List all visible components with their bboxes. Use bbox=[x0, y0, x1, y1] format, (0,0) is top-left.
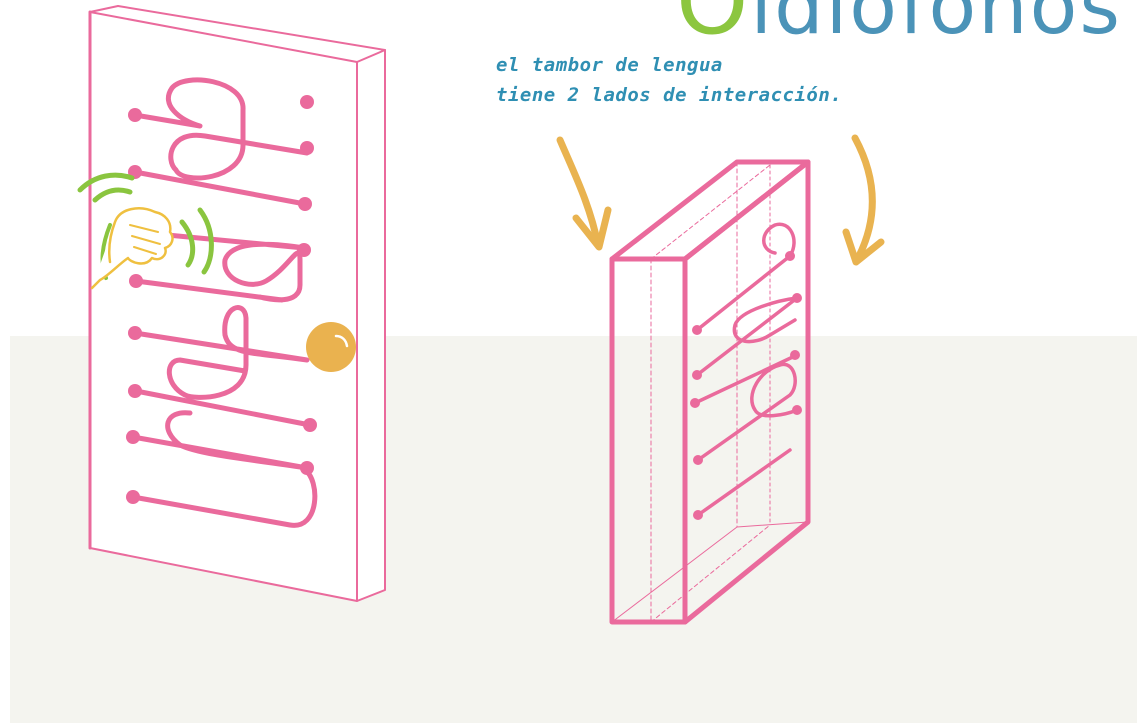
annotation-line-2: tiene 2 lados de interacción. bbox=[496, 84, 843, 106]
annotation: el tambor de lengua tiene 2 lados de int… bbox=[496, 50, 842, 110]
drum-top-face bbox=[609, 159, 811, 262]
curved-arrow-icon bbox=[556, 134, 885, 266]
left-arrow bbox=[556, 136, 602, 249]
page-title: Óidiófonos bbox=[676, 0, 1122, 55]
drum-perspective-view bbox=[609, 159, 811, 625]
drum-front-view bbox=[88, 5, 386, 602]
hand-strike-icon bbox=[77, 172, 214, 290]
right-arrow bbox=[851, 134, 876, 262]
tongue-slit-front bbox=[130, 77, 318, 528]
title-initial: Ó bbox=[676, 0, 751, 55]
annotation-line-1: el tambor de lengua bbox=[496, 54, 723, 76]
tongue-dots-perspective bbox=[690, 251, 802, 520]
tongue-slit-perspective bbox=[693, 222, 799, 517]
drum-front-side bbox=[356, 49, 386, 602]
title-rest: idiófonos bbox=[750, 0, 1122, 52]
mallet-icon bbox=[306, 322, 356, 372]
drum-side-face bbox=[609, 256, 688, 625]
